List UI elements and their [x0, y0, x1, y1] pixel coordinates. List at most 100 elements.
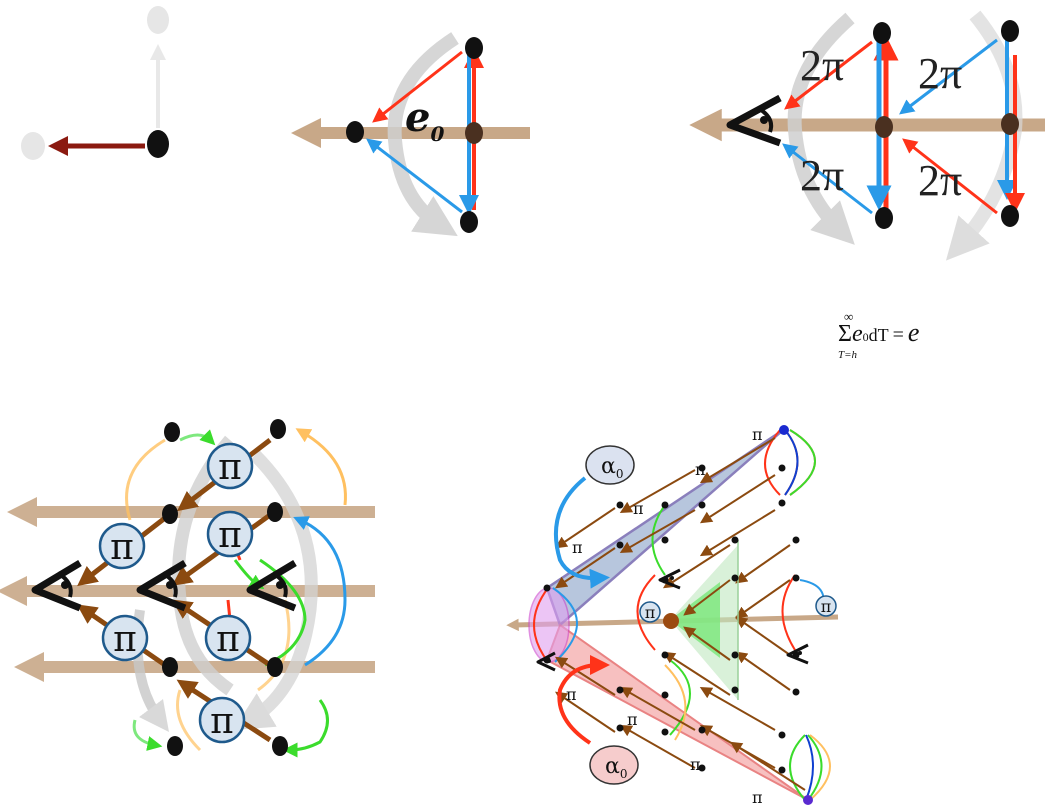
orange-arc-2 — [295, 428, 347, 506]
node-bl-5 — [162, 657, 178, 677]
pi-label: π — [566, 685, 577, 704]
node-top — [465, 37, 483, 59]
node-bl-2 — [270, 419, 286, 439]
svg-text:α0: α0 — [601, 454, 624, 481]
node-bl-1 — [164, 422, 180, 442]
tip-top-arc-blue — [784, 429, 799, 496]
blue-cap-arc — [552, 587, 578, 663]
eye-icon — [536, 651, 556, 672]
alpha-top-circle: α0 — [585, 445, 635, 485]
blue-diag-tl — [782, 143, 873, 215]
panel-top-middle: e0 — [291, 32, 530, 237]
panel-top-left — [21, 6, 169, 160]
node-bl-8 — [272, 736, 288, 756]
label-2pi-br: 2π — [918, 156, 962, 205]
pi-circle: π — [198, 696, 246, 744]
pi-circle-small: π — [639, 601, 661, 623]
grey-rotation-arc — [387, 32, 459, 237]
tip-top-arc-green — [789, 429, 816, 496]
panel-top-right: 2π 2π 2π 2π — [689, 10, 1045, 261]
eye-icon — [786, 643, 809, 665]
faded-top-dot — [147, 6, 169, 34]
red-diagonal-arrow — [372, 50, 463, 123]
central-node — [663, 613, 679, 629]
node-bl-3 — [162, 504, 178, 524]
red-diag-tr — [902, 138, 998, 215]
node-tr-center-1 — [875, 116, 893, 138]
label-2pi-tr: 2π — [918, 49, 962, 98]
red-curved-arrow — [557, 655, 610, 745]
svg-text:π: π — [110, 527, 134, 568]
faded-left-dot — [21, 132, 45, 160]
pi-label: π — [752, 425, 763, 444]
node-tr-bottom-2 — [1001, 205, 1019, 227]
mid-arc-green-1 — [651, 504, 666, 576]
mid-arc-green-2 — [669, 659, 691, 736]
orange-arc-1 — [125, 438, 166, 521]
node-bottom — [460, 211, 478, 233]
pi-label: π — [627, 710, 638, 729]
eye-icon — [658, 568, 681, 590]
grey-arc-1 — [172, 435, 235, 696]
pi-label: π — [633, 499, 644, 518]
blue-diagonal-arrow — [366, 138, 463, 214]
blue-curved-arrow — [553, 476, 610, 589]
red-diag-tl — [784, 40, 873, 110]
pi-label: π — [752, 788, 763, 807]
blue-tip-top — [779, 425, 789, 435]
node-bl-7 — [167, 736, 183, 756]
red-cap-arc — [533, 587, 549, 663]
pi-circle: π — [204, 614, 252, 662]
pi-label: π — [690, 755, 701, 774]
right-arc-red — [781, 574, 796, 651]
green-arc-5 — [132, 719, 163, 751]
svg-text:α0: α0 — [605, 754, 628, 781]
tip-bottom-arcs — [789, 734, 823, 801]
node-center — [465, 122, 483, 144]
grey-arc-left — [787, 12, 855, 245]
blue-tip-bottom — [803, 795, 813, 805]
svg-text:π: π — [821, 597, 832, 616]
brown-arrow-grid — [554, 437, 806, 791]
mid-arc-red — [636, 574, 656, 651]
panel-bottom-left: π π π π π π — [0, 419, 375, 758]
eye-icon — [726, 94, 782, 147]
node-tr-center-2 — [1001, 113, 1019, 135]
node-bl-4 — [267, 502, 283, 522]
green-arc-4 — [179, 429, 216, 446]
pi-circle: π — [206, 442, 254, 490]
svg-text:π: π — [216, 619, 240, 660]
blue-diag-tr — [899, 38, 998, 115]
origin-dot — [147, 130, 169, 158]
tip-bottom-arc-blue — [805, 734, 814, 801]
svg-text:π: π — [218, 447, 242, 488]
label-2pi-bl: 2π — [800, 151, 844, 200]
green-arc-3 — [233, 559, 265, 589]
pi-label: π — [695, 460, 706, 479]
node-left — [346, 121, 364, 143]
mid-arc-orange — [664, 664, 687, 741]
pi-circle: π — [101, 614, 149, 662]
tip-bottom-arc-orange — [809, 734, 831, 801]
svg-text:π: π — [218, 515, 242, 556]
label-2pi-tl: 2π — [800, 41, 844, 90]
pi-label: π — [572, 538, 583, 557]
svg-text:π: π — [645, 603, 656, 622]
eye-icon — [136, 559, 187, 612]
green-cone — [670, 582, 720, 658]
pi-circle: π — [206, 510, 254, 558]
e0-label: e0 — [405, 94, 444, 146]
green-arc-1 — [259, 558, 307, 667]
pi-circle-small: π — [815, 595, 837, 617]
pi-circle: π — [98, 522, 146, 570]
node-tr-top-1 — [873, 22, 891, 44]
grey-arc-2 — [233, 450, 318, 731]
alpha-bottom-circle: α0 — [589, 745, 639, 785]
green-arc-2 — [282, 699, 329, 758]
node-tr-top-2 — [1001, 20, 1019, 42]
node-tr-bottom-1 — [875, 207, 893, 229]
panel-bottom-right: π π π π π π π π π π α0 α0 — [506, 425, 839, 807]
eye-icon — [246, 559, 297, 612]
